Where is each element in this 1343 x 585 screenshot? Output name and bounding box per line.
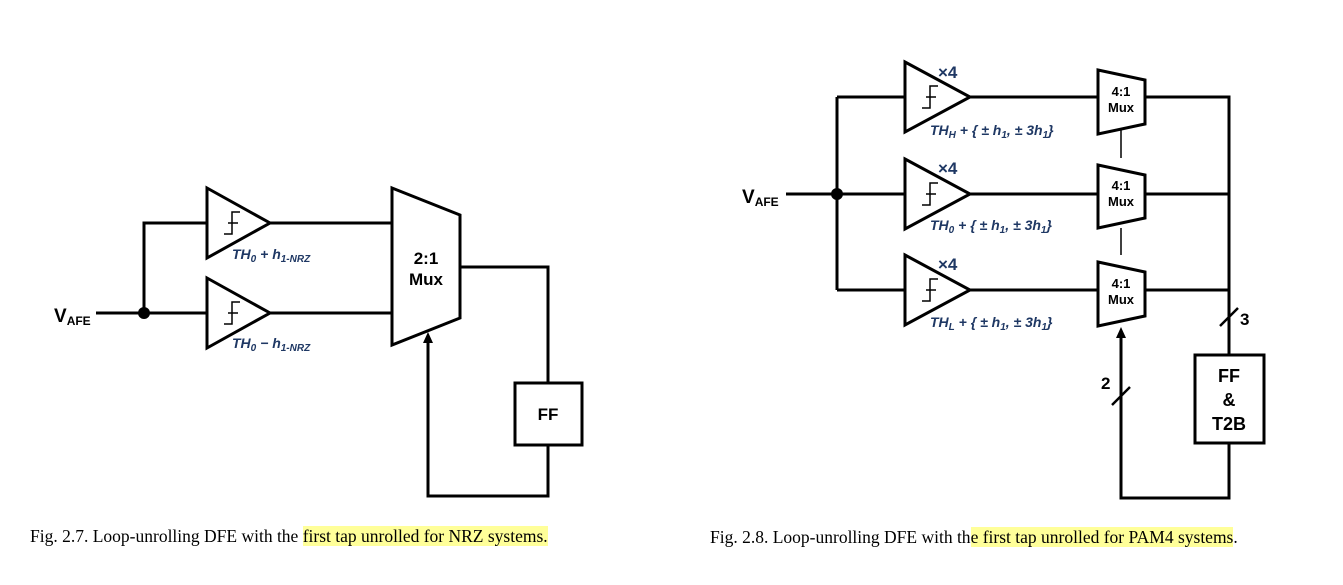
mux-2-1 bbox=[390, 185, 462, 348]
mux-to-ff-wire bbox=[460, 265, 550, 383]
feedback-wire-pam4 bbox=[1119, 334, 1231, 500]
mux-mid-ratio: 4:1 bbox=[1112, 178, 1131, 193]
comparator-l bbox=[903, 252, 974, 328]
select-arrow-pam4 bbox=[1116, 327, 1126, 338]
multiplier-label-l: ×4 bbox=[938, 255, 958, 274]
comparator-top bbox=[205, 185, 274, 261]
comparator-h bbox=[903, 59, 974, 135]
mux-4-1-top bbox=[1096, 68, 1147, 136]
fig-2-8-diagram: VAFE ×4 ×4 ×4 THH + { ± h1, ± 3h1} TH0 +… bbox=[742, 59, 1266, 500]
bus-slash-3 bbox=[1219, 307, 1239, 327]
vafe-label-pam4: VAFE bbox=[742, 187, 779, 209]
mux-4-1-mid bbox=[1096, 163, 1147, 230]
select-arrow bbox=[423, 332, 433, 343]
threshold-label-l: THL + { ± h1, ± 3h1} bbox=[930, 314, 1053, 333]
bus-width-3: 3 bbox=[1240, 310, 1249, 329]
mux-label-ratio: 2:1 bbox=[414, 249, 439, 268]
caption-fig-2-8: Fig. 2.8. Loop-unrolling DFE with the fi… bbox=[710, 527, 1238, 547]
bus-slash-2 bbox=[1111, 386, 1131, 406]
ff-block bbox=[513, 381, 584, 447]
mux-label-text: Mux bbox=[409, 270, 444, 289]
ff-label: FF bbox=[538, 405, 559, 424]
mux-bot-ratio: 4:1 bbox=[1112, 276, 1131, 291]
vafe-label: VAFE bbox=[54, 306, 91, 328]
mux-4-1-bottom bbox=[1096, 260, 1147, 328]
mux-top-text: Mux bbox=[1108, 100, 1135, 115]
output-bus bbox=[1145, 95, 1231, 355]
comparator-0 bbox=[903, 156, 974, 232]
junction-dot bbox=[138, 307, 150, 319]
caption-highlight: first tap unrolled for NRZ systems. bbox=[302, 526, 548, 546]
comparator-bottom bbox=[205, 275, 274, 351]
mux-mid-text: Mux bbox=[1108, 194, 1135, 209]
caption-highlight-pam4: e first tap unrolled for PAM4 systems bbox=[970, 527, 1234, 547]
caption-fig-2-7: Fig. 2.7. Loop-unrolling DFE with the fi… bbox=[30, 526, 548, 546]
multiplier-label-h: ×4 bbox=[938, 63, 958, 82]
ff-t2b-line2: & bbox=[1223, 390, 1236, 410]
bus-width-2: 2 bbox=[1101, 374, 1110, 393]
mux-bot-text: Mux bbox=[1108, 292, 1135, 307]
feedback-wire bbox=[426, 340, 550, 498]
fig-2-7-diagram: VAFE TH0 + h1-NRZ TH0 − h1-NRZ 2:1 Mux F… bbox=[54, 185, 584, 498]
mux-top-ratio: 4:1 bbox=[1112, 84, 1131, 99]
threshold-label-0: TH0 + { ± h1, ± 3h1} bbox=[930, 217, 1052, 236]
multiplier-label-0: ×4 bbox=[938, 159, 958, 178]
ff-t2b-line3: T2B bbox=[1212, 414, 1246, 434]
ff-t2b-line1: FF bbox=[1218, 366, 1240, 386]
threshold-label-h: THH + { ± h1, ± 3h1} bbox=[930, 122, 1054, 141]
split-wire bbox=[142, 221, 207, 313]
junction-dot-pam4 bbox=[831, 188, 843, 200]
threshold-label-top: TH0 + h1-NRZ bbox=[232, 246, 311, 265]
threshold-label-bottom: TH0 − h1-NRZ bbox=[232, 335, 311, 354]
